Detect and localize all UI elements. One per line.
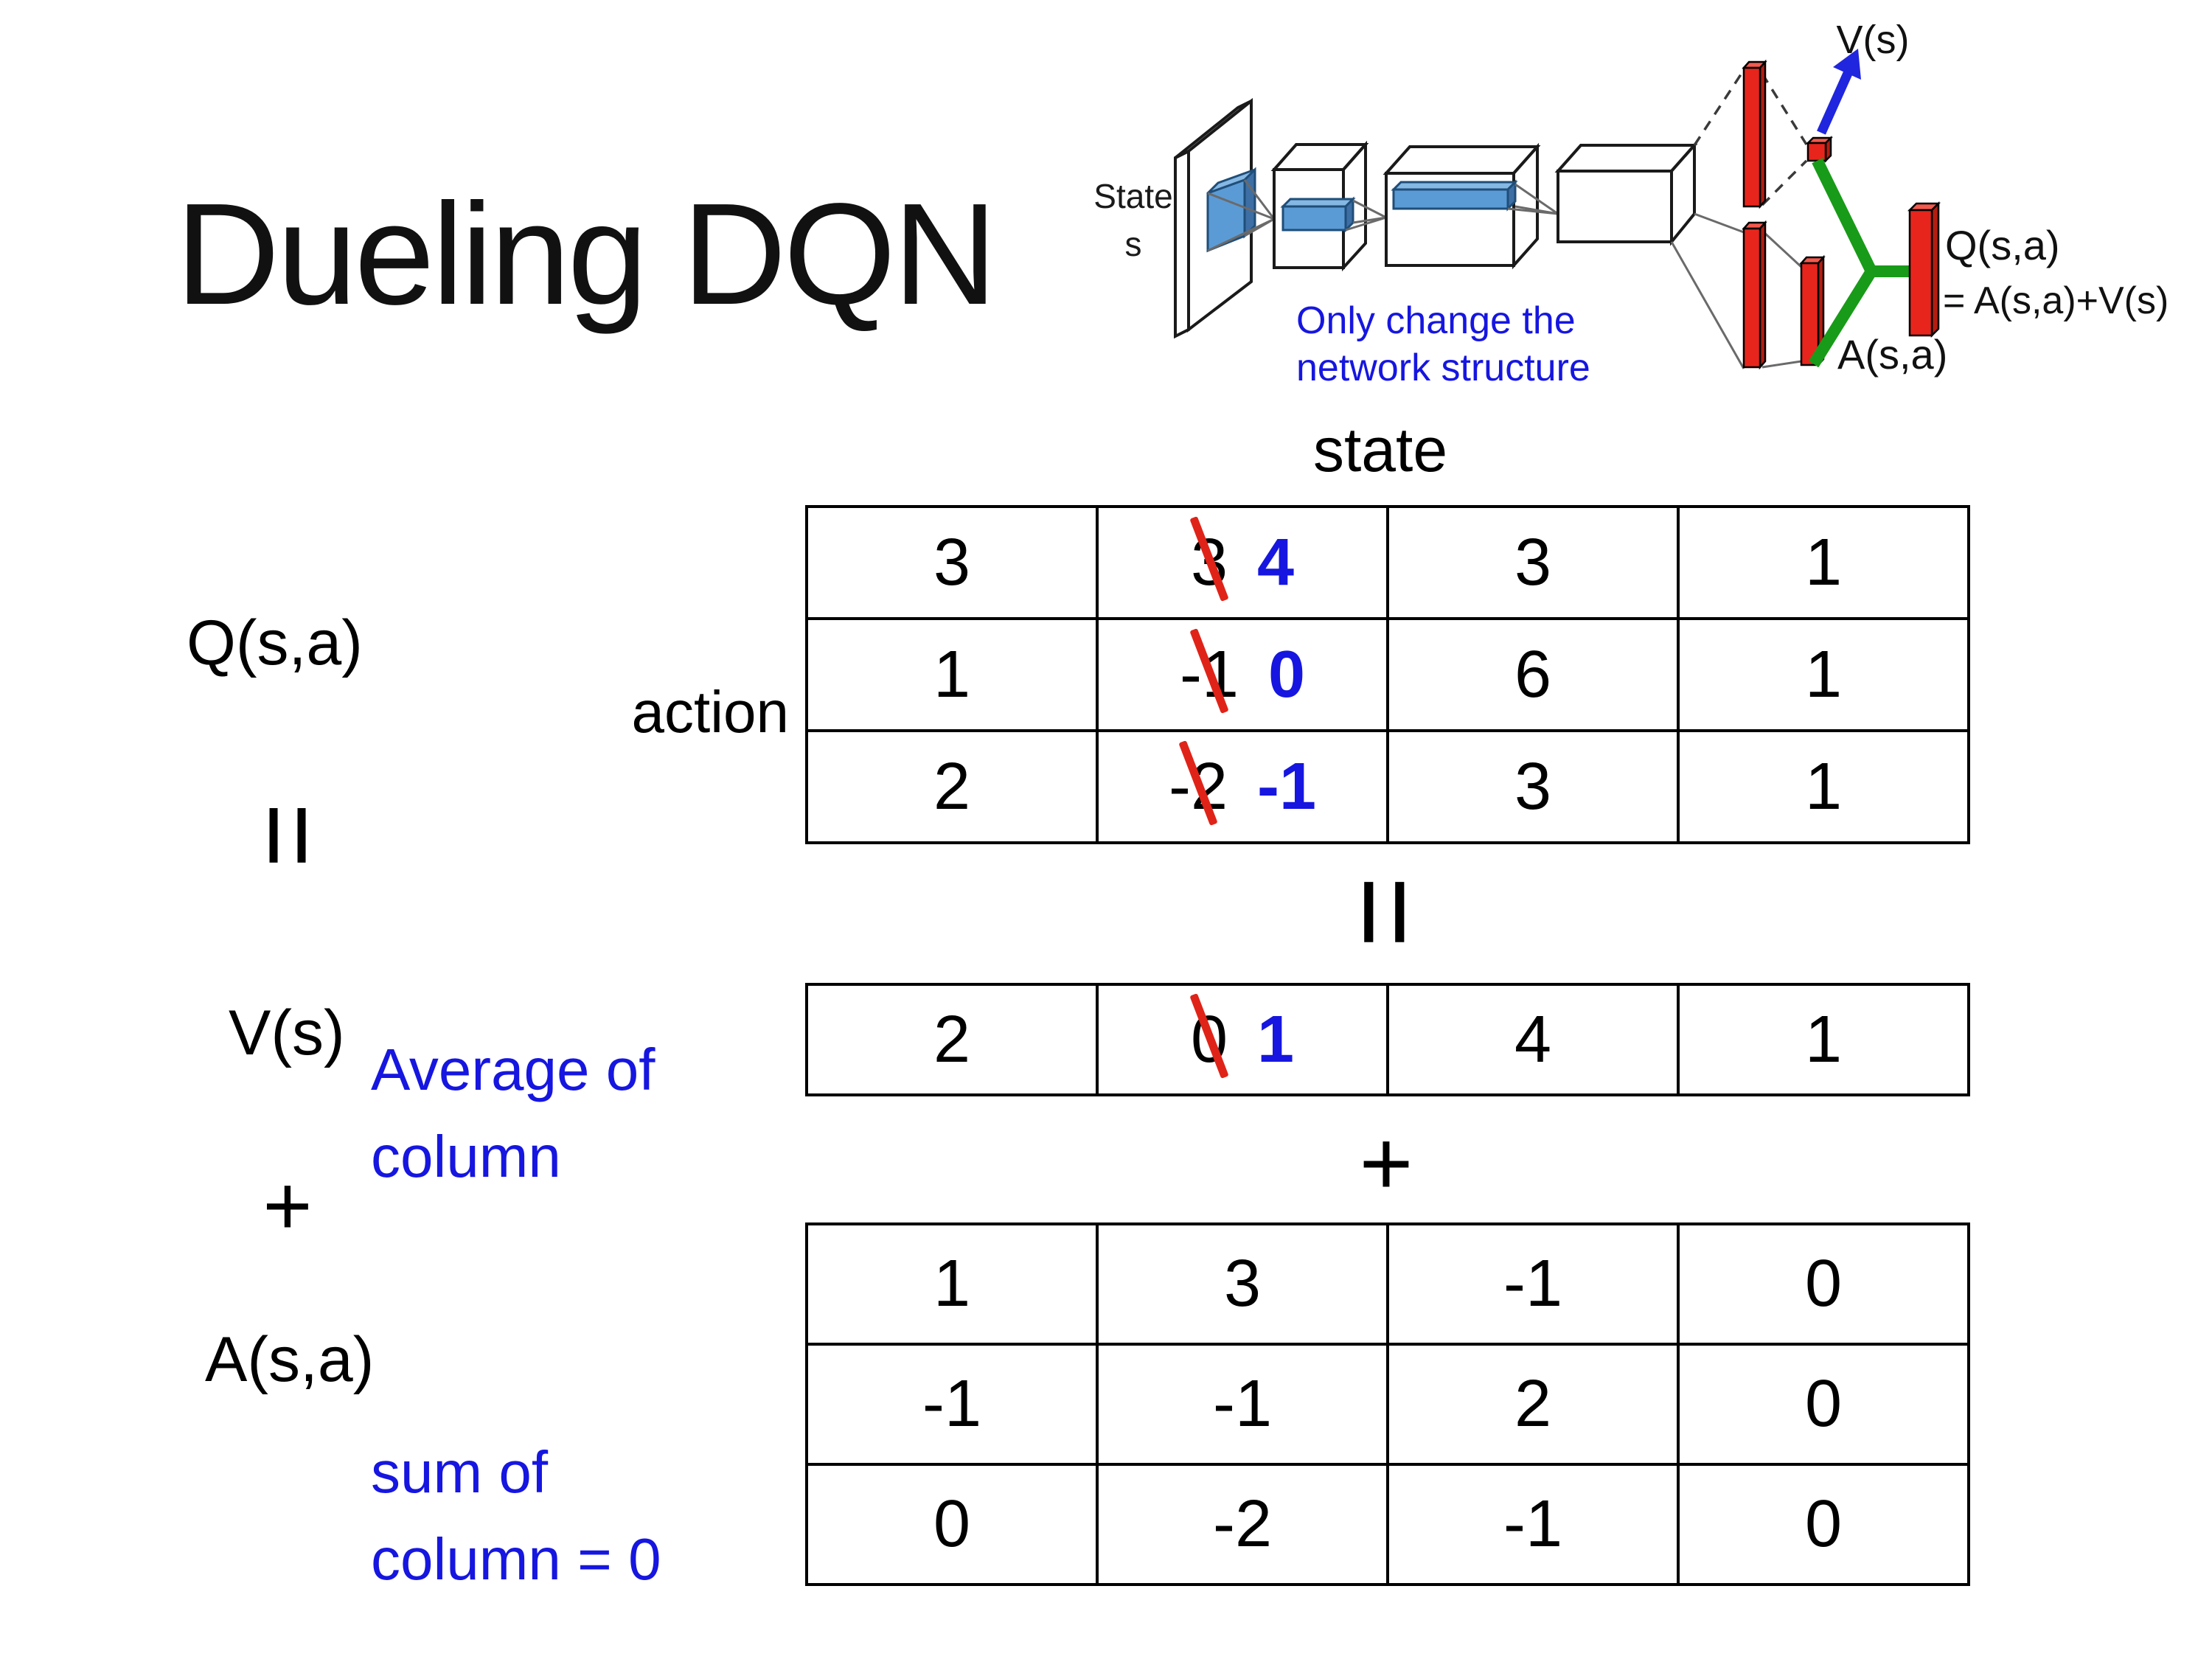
q-cell: 3	[1386, 505, 1680, 620]
a-cell: 0	[1677, 1222, 1970, 1346]
q-values-table: 3 3 4 3 1 1 -1 0 6 1 2	[805, 505, 1970, 844]
diagram-note-line2: network structure	[1296, 347, 1590, 389]
a-cell: 0	[805, 1463, 1099, 1586]
new-value: 1	[1257, 1002, 1295, 1077]
hidden-vector-top	[1742, 59, 1767, 209]
page-title: Dueling DQN	[175, 173, 998, 335]
diagram-v-output-label: V(s)	[1837, 18, 1910, 62]
feature-bar-2	[1391, 179, 1518, 212]
v-values-table: 2 0 1 4 1	[805, 983, 1970, 1096]
a-values-table: 1 3 -1 0 -1 -1 2 0 0 -2 -1 0	[805, 1222, 1970, 1586]
feature-bar-1	[1280, 196, 1356, 233]
v-matrix-label: V(s)	[229, 998, 345, 1068]
q-cell: 6	[1386, 617, 1680, 732]
a-cell: -1	[805, 1343, 1099, 1466]
average-of-column-note: Average of column	[371, 1026, 655, 1200]
average-note-line1: Average of	[371, 1037, 655, 1102]
aggregation-y-connector	[1808, 158, 1917, 368]
equals-sign-left: =	[226, 802, 352, 869]
connector-lines-3	[1507, 183, 1559, 215]
equals-sign-middle: =	[1317, 875, 1455, 949]
a-cell: 3	[1096, 1222, 1389, 1346]
v-cell: 2	[805, 983, 1099, 1096]
v-cell: 1	[1677, 983, 1970, 1096]
a-cell: -2	[1096, 1463, 1389, 1586]
diagram-a-output-label: A(s,a)	[1837, 331, 1947, 378]
q-cell: 1	[1677, 617, 1970, 732]
q-cell: 3	[1386, 729, 1680, 844]
diagram-q-formula-line1: Q(s,a)	[1945, 222, 2060, 268]
q-cell-corrected: -2 -1	[1096, 729, 1389, 844]
new-value: 0	[1267, 637, 1306, 712]
table-row: 1 -1 0 6 1	[805, 617, 1970, 732]
a-cell: 2	[1386, 1343, 1680, 1466]
q-cell: 1	[805, 617, 1099, 732]
diagram-q-formula-line2: = A(s,a)+V(s)	[1943, 279, 2168, 322]
a-cell: -1	[1386, 1222, 1680, 1346]
q-matrix-label: Q(s,a)	[187, 608, 363, 678]
value-scalar-node	[1805, 135, 1834, 164]
sum-note-line1: sum of	[371, 1439, 549, 1505]
v-output-arrow	[1817, 49, 1861, 135]
v-cell-corrected: 0 1	[1096, 983, 1389, 1096]
a-matrix-label: A(s,a)	[205, 1324, 375, 1395]
q-cell-corrected: 3 4	[1096, 505, 1389, 620]
q-cell: 2	[805, 729, 1099, 844]
table-row: 0 -2 -1 0	[805, 1463, 1970, 1586]
dueling-network-diagram: State s V(s) Q(s,a) = A(s,a)+V(s) A(s,a)…	[1093, 18, 2168, 389]
diagram-note-line1: Only change the	[1296, 299, 1576, 342]
hidden-vector-bottom	[1742, 220, 1767, 370]
action-axis-label: action	[631, 679, 789, 745]
new-value: -1	[1257, 749, 1317, 824]
connector-lines-1	[1207, 179, 1276, 252]
a-cell: 0	[1677, 1343, 1970, 1466]
plus-sign-middle: +	[1359, 1112, 1413, 1215]
table-row: -1 -1 2 0	[805, 1343, 1970, 1466]
table-row: 2 -2 -1 3 1	[805, 729, 1970, 844]
sum-of-column-note: sum of column = 0	[371, 1429, 661, 1603]
table-row: 3 3 4 3 1	[805, 505, 1970, 620]
state-axis-label: state	[1312, 415, 1448, 484]
a-cell: 1	[805, 1222, 1099, 1346]
diagram-state-label: State	[1093, 177, 1172, 215]
q-cell-corrected: -1 0	[1096, 617, 1389, 732]
q-cell: 1	[1677, 729, 1970, 844]
sum-note-line2: column = 0	[371, 1526, 661, 1592]
diagram-state-s-label: s	[1125, 225, 1142, 263]
a-cell: -1	[1096, 1343, 1389, 1466]
plus-sign-left: +	[262, 1158, 313, 1253]
q-output-vector	[1907, 201, 1941, 338]
value-stream-dashed-lines	[1693, 69, 1808, 206]
a-cell: -1	[1386, 1463, 1680, 1586]
table-row: 2 0 1 4 1	[805, 983, 1970, 1096]
new-value: 4	[1257, 525, 1295, 599]
average-note-line2: column	[371, 1124, 561, 1189]
q-cell: 3	[805, 505, 1099, 620]
a-cell: 0	[1677, 1463, 1970, 1586]
v-cell: 4	[1386, 983, 1680, 1096]
connector-lines-2	[1345, 199, 1387, 232]
fc-layer-box	[1554, 141, 1698, 246]
q-cell: 1	[1677, 505, 1970, 620]
table-row: 1 3 -1 0	[805, 1222, 1970, 1346]
advantage-stream-lines	[1670, 212, 1803, 369]
